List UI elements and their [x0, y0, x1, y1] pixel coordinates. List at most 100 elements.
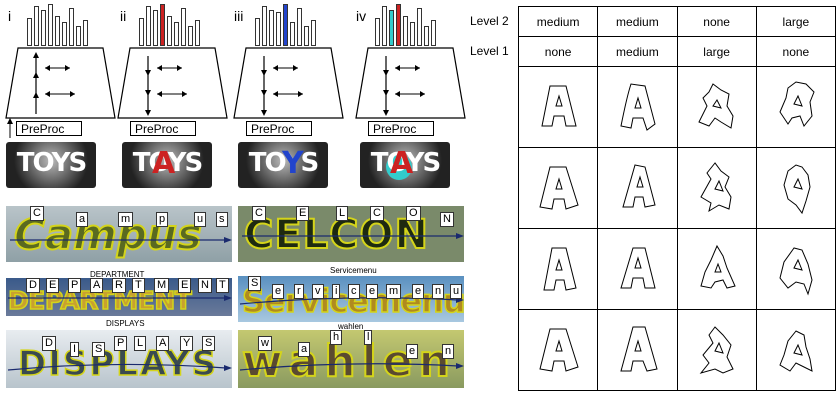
- level2-cell: medium: [517, 6, 599, 37]
- outline-a-glyph: [779, 246, 813, 296]
- word-image-displays: DISPLAYS D I S P L A Y S: [6, 330, 232, 388]
- letter-tag: C: [30, 206, 44, 221]
- histogram: [255, 2, 317, 46]
- glyph-cell: [755, 309, 836, 391]
- letter-tag: I: [70, 342, 80, 357]
- letter-tag: D: [42, 336, 56, 351]
- glyph-cell: [755, 66, 836, 148]
- cyan-ring: [386, 154, 412, 180]
- letter-tag: e: [272, 284, 285, 299]
- letter-tag: T: [132, 278, 145, 293]
- letter-tag: R: [112, 278, 126, 293]
- network-trapezoid: [233, 47, 344, 119]
- word-image-campus: Campus C a m p u s: [6, 206, 232, 262]
- letter-tag: E: [178, 278, 192, 293]
- letter-tag: N: [198, 278, 212, 293]
- outline-a-glyph: [779, 80, 815, 127]
- outline-a-glyph: [539, 166, 579, 210]
- letter-tag: Y: [180, 336, 194, 351]
- letter-tag: S: [92, 342, 106, 357]
- letter-tag: a: [76, 212, 89, 227]
- letter-tag: T: [216, 278, 229, 293]
- outline-a-glyph: [699, 161, 732, 212]
- outline-a-glyph: [620, 326, 659, 372]
- letter-tag: w: [258, 336, 272, 351]
- letter-tag: P: [114, 336, 128, 351]
- glyph-cell: [676, 228, 757, 310]
- level2-label: Level 2: [470, 14, 509, 28]
- outline-a-glyph: [699, 244, 736, 289]
- panel-numeral: iii: [234, 8, 244, 24]
- outline-a-glyph: [779, 329, 813, 372]
- network-trapezoid: [5, 47, 116, 119]
- level2-cell: large: [755, 6, 836, 37]
- histogram: [139, 2, 201, 46]
- letter-tag: L: [336, 206, 349, 221]
- glyph-cell: [597, 66, 678, 148]
- toys-logo-image: TOYS A: [122, 142, 212, 188]
- letter-tag: L: [134, 336, 147, 351]
- glyph-cell: [517, 228, 599, 310]
- letter-tag: E: [46, 278, 60, 293]
- letter-tag: n: [432, 284, 445, 299]
- letter-tag: e: [406, 344, 419, 359]
- logo-text: TOYS: [132, 148, 203, 178]
- letter-tag: A: [156, 336, 170, 351]
- toys-logo-image: TOYS: [6, 142, 96, 188]
- letter-tag: C: [252, 206, 266, 221]
- preproc-box: PreProc: [246, 121, 312, 136]
- glyph-cell: [676, 66, 757, 148]
- glyph-cell: [597, 309, 678, 391]
- letter-tag: A: [90, 278, 104, 293]
- letter-tag: P: [68, 278, 82, 293]
- level1-cell: none: [517, 36, 599, 67]
- letter-tag: S: [202, 336, 216, 351]
- letter-tag: u: [450, 284, 463, 299]
- word-caption: DEPARTMENT: [90, 270, 145, 279]
- letter-tag: c: [348, 284, 360, 299]
- glyph-cell: [517, 147, 599, 229]
- outline-a-glyph: [543, 247, 577, 291]
- outline-a-glyph: [622, 163, 656, 208]
- letter-tag: n: [442, 344, 455, 359]
- glyph-cell: [676, 147, 757, 229]
- letter-tag: D: [26, 278, 40, 293]
- network-trapezoid: [355, 47, 466, 119]
- word-caption: wahlen: [338, 322, 364, 331]
- preproc-box: PreProc: [368, 121, 434, 136]
- letter-tag: l: [364, 330, 373, 345]
- letter-tag: s: [216, 212, 228, 227]
- logo-text: TOYS: [248, 148, 319, 178]
- histogram: [375, 2, 437, 46]
- letter-tag: S: [248, 276, 262, 291]
- highlight-letter: Y: [282, 146, 304, 181]
- letter-tag: p: [156, 212, 169, 227]
- highlight-letter: A: [152, 146, 176, 181]
- outline-a-glyph: [699, 325, 734, 374]
- word-image-grid: Campus C a m p u s CELCON C E L C O N DE…: [0, 200, 470, 400]
- level1-label: Level 1: [470, 44, 509, 58]
- word-text: Campus: [13, 209, 203, 260]
- glyph-cell: [597, 147, 678, 229]
- letter-tag: E: [296, 206, 310, 221]
- preproc-box: PreProc: [130, 121, 196, 136]
- histogram: [27, 2, 89, 46]
- logo-text: TOYS: [370, 148, 441, 178]
- letter-tag: e: [412, 284, 425, 299]
- word-image-department: DEPARTMENT D E P A R T M E N T: [6, 278, 232, 316]
- glyph-cell: [676, 309, 757, 391]
- preproc-box: PreProc: [16, 121, 82, 136]
- glyph-cell: [597, 228, 678, 310]
- network-trapezoid: [117, 47, 228, 119]
- word-image-celcon: CELCON C E L C O N: [238, 206, 464, 262]
- letter-tag: h: [330, 330, 343, 345]
- toys-logo-image: TOYS A: [360, 142, 450, 188]
- letter-tag: a: [298, 342, 311, 357]
- letter-tag: N: [440, 212, 454, 227]
- level1-cell: large: [676, 36, 757, 67]
- level1-cell: medium: [597, 36, 678, 67]
- word-caption: Servicemenu: [330, 266, 377, 275]
- letter-tag: u: [194, 212, 207, 227]
- outline-a-glyph: [783, 163, 811, 214]
- toys-logo-image: TOYS Y: [238, 142, 328, 188]
